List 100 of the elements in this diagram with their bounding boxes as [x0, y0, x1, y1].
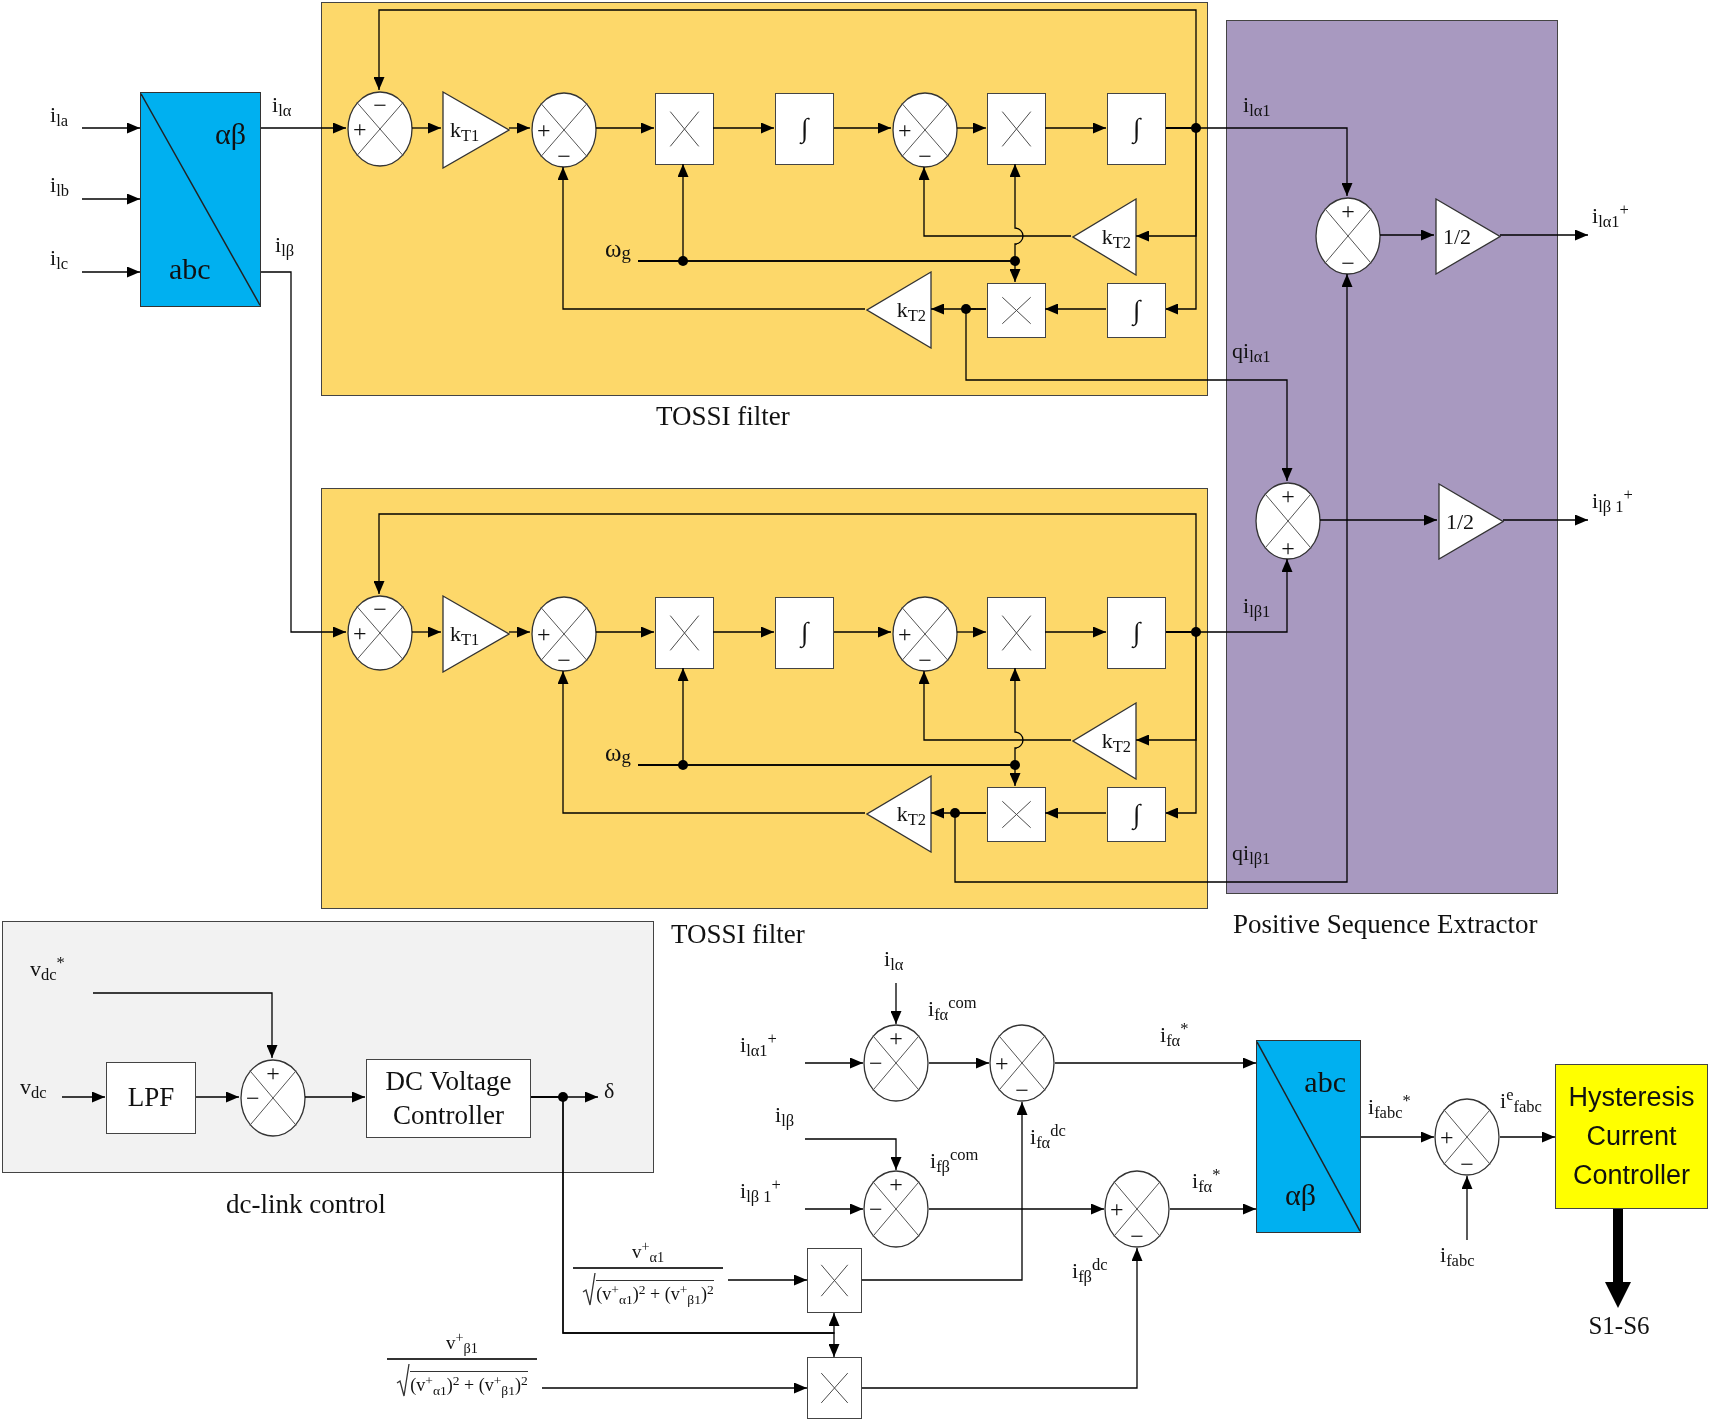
sign-label: +	[898, 118, 912, 142]
sign-label: +	[889, 1026, 903, 1050]
multiplier-block	[807, 1248, 862, 1313]
signal-arrow	[1044, 303, 1107, 315]
formula-denominator: (v$^{+}$$_{α1}$)$^{2}$ + (v$^{+}$$_{β1}$)$^{2}$	[596, 1280, 714, 1306]
sign-label: −	[869, 1051, 883, 1075]
signal-arrow	[890, 982, 902, 1025]
signal-arrow	[81, 266, 141, 278]
signal-arrow	[595, 122, 655, 134]
signal-label: v$_{dc}$	[20, 1076, 47, 1098]
gain-label: 1/2	[1443, 225, 1472, 248]
multiplier-block	[987, 597, 1046, 669]
signal-label: i$_{lα}$	[884, 948, 904, 970]
sign-label: −	[373, 597, 387, 621]
summing-junction	[1315, 197, 1381, 275]
signal-arrow	[304, 1091, 366, 1103]
sign-label: +	[889, 1172, 903, 1196]
sign-label: −	[373, 93, 387, 117]
signal-arrow	[1360, 1131, 1435, 1143]
gain-label: k$_{T2}$	[896, 803, 926, 825]
sign-label: +	[266, 1061, 280, 1085]
signal-arrow	[1044, 807, 1107, 819]
signal-arrow	[804, 1203, 864, 1215]
signal-arrow	[508, 626, 531, 638]
integrator-block: ∫	[1107, 787, 1166, 842]
summing-junction	[892, 92, 958, 168]
summing-junction	[347, 595, 413, 671]
signal-arrow	[541, 1382, 808, 1394]
transform-block	[140, 92, 261, 307]
gain-label: k$_{T2}$	[1101, 730, 1131, 752]
filter-block: LPF	[106, 1062, 196, 1134]
signal-arrow	[411, 626, 442, 638]
signal-label: δ	[604, 1080, 615, 1102]
sign-label: +	[537, 622, 551, 646]
sign-label: +	[1341, 199, 1355, 223]
summing-junction	[863, 1170, 929, 1248]
gain-triangle	[866, 775, 932, 853]
signal-label: i$_{la}$	[50, 104, 69, 126]
integrator-block: ∫	[775, 93, 834, 165]
transform-block	[1256, 1040, 1361, 1233]
summing-junction	[531, 92, 597, 168]
frame-label: abc	[1304, 1067, 1346, 1097]
signal-arrow	[637, 163, 1024, 262]
signal-arrow	[260, 271, 347, 638]
frame-label: αβ	[215, 119, 246, 149]
signal-arrow	[954, 273, 1353, 883]
summing-junction	[1255, 482, 1321, 560]
signal-arrow	[928, 1057, 990, 1069]
signal-arrow	[861, 1247, 1143, 1389]
integrator-block: ∫	[775, 597, 834, 669]
signal-arrow	[557, 670, 866, 814]
gain-triangle	[1072, 702, 1137, 780]
signal-arrow	[81, 193, 141, 205]
controller-block: Hysteresis Current Controller	[1555, 1064, 1708, 1209]
block-arrow	[1605, 1209, 1631, 1308]
summing-junction	[347, 91, 413, 167]
signal-arrow	[92, 992, 278, 1059]
multiplier-block	[987, 787, 1046, 842]
signal-arrow	[918, 670, 1072, 741]
sign-label: −	[918, 648, 932, 672]
sign-label: −	[1460, 1152, 1474, 1176]
summing-junction	[240, 1059, 306, 1137]
signal-arrow	[1054, 1057, 1257, 1069]
sign-label: +	[353, 117, 367, 141]
multiplier-block	[655, 93, 714, 165]
signal-arrow	[832, 122, 892, 134]
summing-junction	[892, 596, 958, 672]
gain-triangle	[1435, 198, 1501, 275]
signal-arrow	[81, 122, 141, 134]
sign-label: +	[1110, 1197, 1124, 1221]
sign-label: +	[898, 622, 912, 646]
sign-label: −	[1015, 1078, 1029, 1102]
controller-block: DC Voltage Controller	[366, 1059, 531, 1138]
signal-label: i$_{fabc}$	[1440, 1244, 1475, 1266]
signal-arrow	[965, 308, 1293, 482]
sign-label: −	[1130, 1224, 1144, 1248]
summing-junction	[531, 596, 597, 672]
signal-arrow	[1169, 1203, 1257, 1215]
signal-arrow	[595, 626, 655, 638]
signal-arrow	[1379, 229, 1435, 241]
sign-label: +	[353, 621, 367, 645]
gain-label: k$_{T1}$	[450, 623, 480, 645]
sign-label: −	[918, 144, 932, 168]
signal-arrow	[1502, 514, 1589, 526]
gain-triangle	[1438, 483, 1504, 560]
signal-label: i$_{lα}$	[272, 94, 292, 116]
signal-arrow	[637, 667, 1024, 766]
sign-label: −	[246, 1086, 260, 1110]
signal-label: S1-S6	[1583, 1308, 1655, 1342]
integrator-block: ∫	[1107, 93, 1166, 165]
frame-label: αβ	[1285, 1180, 1316, 1210]
signal-label: i$_{lb}$	[50, 174, 69, 196]
multiplier-block	[987, 283, 1046, 338]
sign-label: −	[869, 1197, 883, 1221]
signal-arrow	[712, 122, 775, 134]
signal-arrow	[1461, 1175, 1473, 1241]
signal-arrow	[832, 626, 892, 638]
signal-arrow	[928, 1203, 1105, 1215]
gain-label: k$_{T1}$	[450, 119, 480, 141]
signal-arrow	[61, 1091, 106, 1103]
